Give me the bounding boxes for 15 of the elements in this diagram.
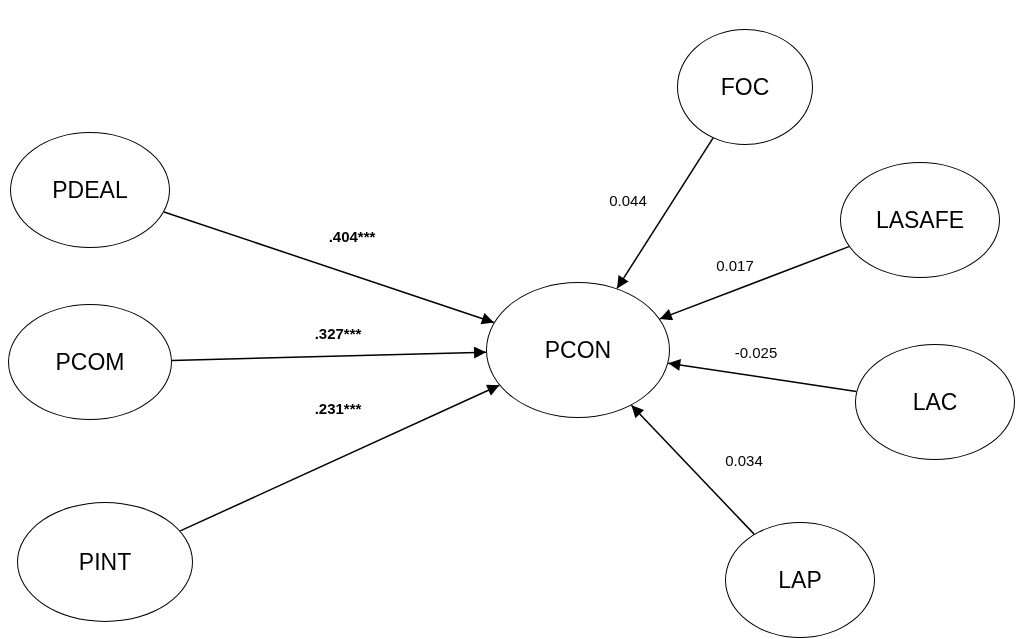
arrow [630,404,755,535]
construct-label: LAP [778,566,822,594]
arrow [171,346,487,362]
arrow [659,245,850,321]
construct-label: FOC [720,73,770,101]
construct-label: PCON [544,336,612,364]
construct-label: PINT [78,548,132,576]
arrow [163,211,495,325]
arrow [616,137,714,290]
construct-label: PDEAL [52,176,128,204]
construct-label: LAC [912,388,958,416]
construct-label: LASAFE [875,206,965,234]
construct-label: PCOM [55,348,125,376]
arrow [179,384,501,532]
arrow [667,359,858,393]
